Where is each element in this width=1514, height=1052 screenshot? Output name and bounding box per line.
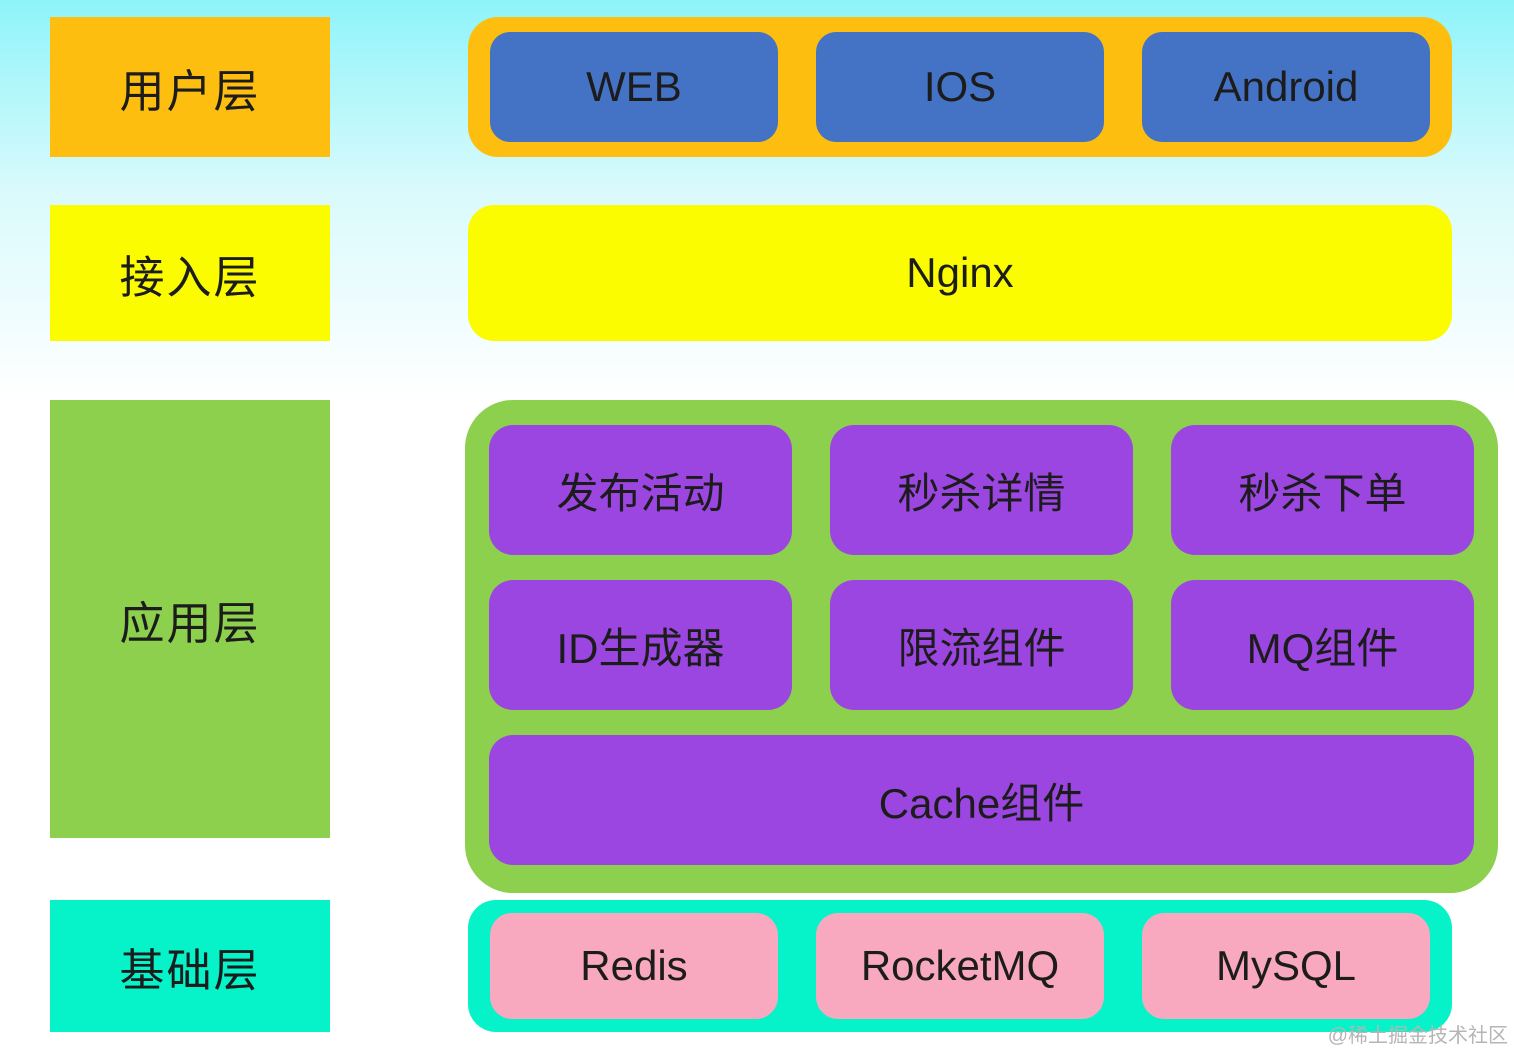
infra-layer-container: Redis RocketMQ MySQL	[468, 900, 1452, 1032]
cache-component-box: Cache组件	[489, 735, 1474, 865]
nginx-box: Nginx	[468, 205, 1452, 341]
rocketmq-box: RocketMQ	[816, 913, 1104, 1019]
user-layer-label: 用户层	[50, 17, 330, 157]
seckill-detail-box: 秒杀详情	[830, 425, 1133, 555]
client-ios-box: IOS	[816, 32, 1104, 142]
mq-component-box: MQ组件	[1171, 580, 1474, 710]
client-android-box: Android	[1142, 32, 1430, 142]
user-layer-container: WEB IOS Android	[468, 17, 1452, 157]
app-layer-container: 发布活动 秒杀详情 秒杀下单 ID生成器 限流组件 MQ组件 Cache组件	[465, 400, 1498, 893]
rate-limiter-box: 限流组件	[830, 580, 1133, 710]
access-layer-label: 接入层	[50, 205, 330, 341]
watermark: @稀土掘金技术社区	[1327, 1025, 1508, 1047]
client-web-box: WEB	[490, 32, 778, 142]
mysql-box: MySQL	[1142, 913, 1430, 1019]
redis-box: Redis	[490, 913, 778, 1019]
id-generator-box: ID生成器	[489, 580, 792, 710]
infra-layer-label: 基础层	[50, 900, 330, 1032]
publish-activity-box: 发布活动	[489, 425, 792, 555]
seckill-order-box: 秒杀下单	[1171, 425, 1474, 555]
app-layer-label: 应用层	[50, 400, 330, 838]
